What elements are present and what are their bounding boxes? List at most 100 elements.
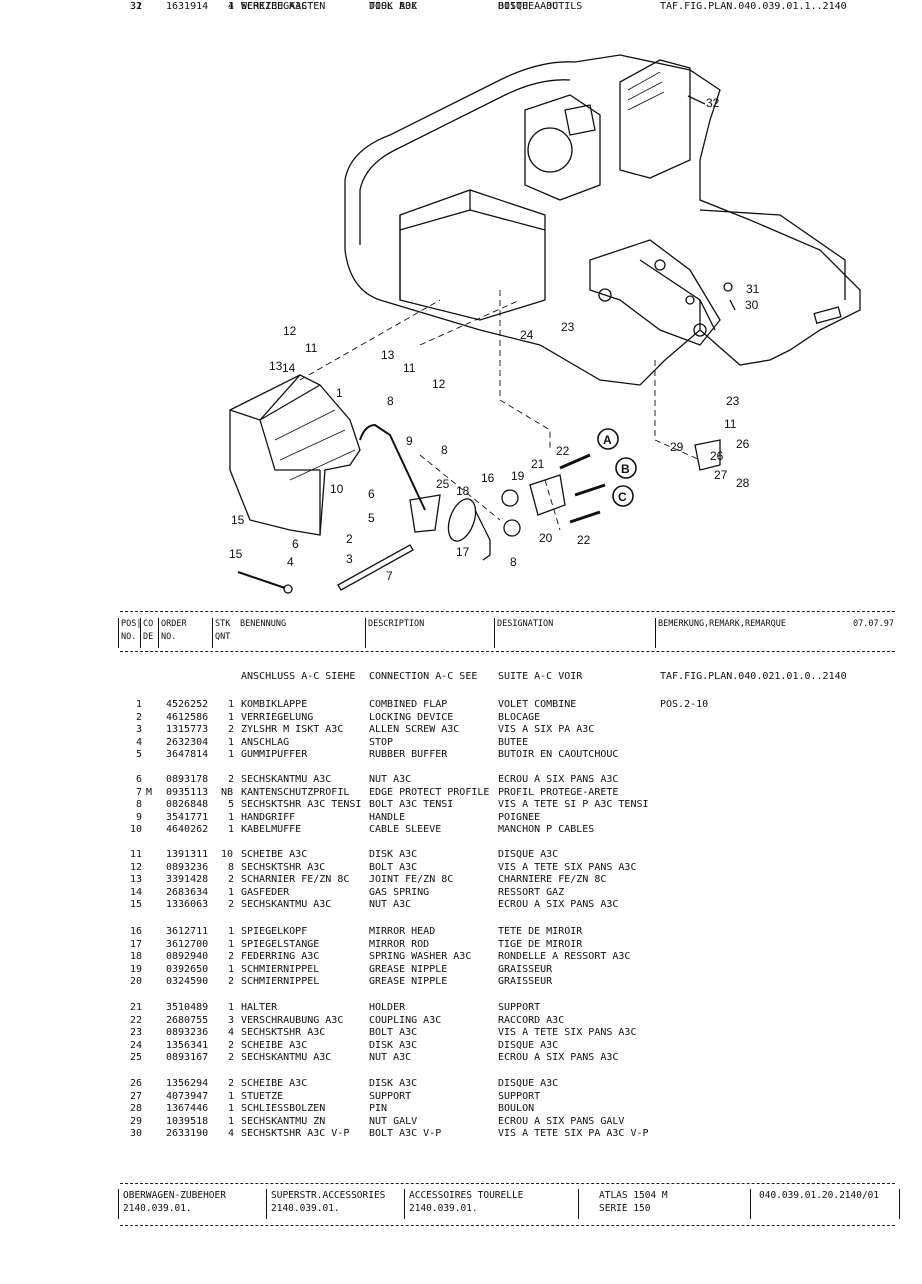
header-order: ORDER bbox=[161, 619, 187, 629]
cell-de: SECHSKANTMU A3C bbox=[241, 899, 332, 911]
callout-label: B bbox=[621, 462, 630, 476]
header-designation: DESIGNATION bbox=[497, 619, 554, 629]
cell-en: GREASE NIPPLE bbox=[369, 963, 448, 975]
cell-en: JOINT FE/ZN 8C bbox=[369, 874, 454, 886]
cell-order: 4526252 bbox=[166, 699, 209, 710]
cell-en: MIRROR ROD bbox=[369, 938, 430, 950]
cell-qty: 4 bbox=[228, 1027, 235, 1039]
callout-label: 10 bbox=[330, 482, 344, 496]
callout-label: 13 bbox=[269, 359, 283, 373]
cell-de: VERRIEGELUNG bbox=[241, 711, 314, 723]
footer-top-rule bbox=[120, 1183, 895, 1184]
cell-de: SCHEIBE A3C bbox=[241, 849, 308, 860]
cell-order: 3612700 bbox=[166, 938, 209, 950]
header-bottom-rule bbox=[120, 651, 895, 652]
cell-en: SUPPORT bbox=[369, 1090, 412, 1102]
cell-de: SCHEIBE A3C bbox=[241, 1, 308, 12]
callout-label: 23 bbox=[726, 394, 740, 408]
cell-fr: ECROU A SIX PANS A3C bbox=[498, 774, 619, 785]
cell-de: FEDERRING A3C bbox=[241, 951, 320, 963]
cell-fr: VIS A TETE SI P A3C TENSI bbox=[498, 799, 649, 811]
callout-label: 6 bbox=[368, 487, 375, 501]
cell-qty: 4 bbox=[228, 1128, 235, 1140]
cell-fr: ECROU A SIX PANS A3C bbox=[498, 899, 619, 911]
cell-qty: 2 bbox=[228, 976, 235, 988]
cell-pos: 13 bbox=[130, 874, 143, 886]
cell-qty: 1 bbox=[228, 1002, 235, 1013]
cell-pos: 28 bbox=[130, 1103, 143, 1115]
header-order-no: NO. bbox=[161, 632, 177, 642]
cell-order: 3612711 bbox=[166, 926, 209, 937]
cell-en: BOLT A3C V-P bbox=[369, 1128, 442, 1140]
callout-label: 16 bbox=[481, 471, 495, 485]
cell-qty: 5 bbox=[228, 799, 235, 811]
footer-en: SUPERSTR.ACCESSORIES bbox=[271, 1190, 386, 1201]
cell-order: 2632304 bbox=[166, 736, 209, 748]
cell-qty: 2 bbox=[228, 724, 235, 736]
cell-de: SECHSKANTMU A3C bbox=[241, 1052, 332, 1064]
cell-fr: BLOCAGE bbox=[498, 711, 541, 723]
cell-fr: GRAISSEUR bbox=[498, 976, 553, 988]
cell-de: SCHEIBE A3C bbox=[241, 1078, 308, 1089]
cell-fr: RONDELLE A RESSORT A3C bbox=[498, 951, 631, 963]
cell-fr: BUTEE bbox=[498, 736, 529, 748]
cell-fr: VIS A TETE SIX PA A3C V-P bbox=[498, 1128, 649, 1140]
cell-pos: 2 bbox=[136, 711, 143, 723]
cell-pos: 17 bbox=[130, 938, 143, 950]
callout-label: 21 bbox=[531, 457, 545, 471]
cell-en: SPRING WASHER A3C bbox=[369, 951, 472, 963]
cell-fr: SUPPORT bbox=[498, 1002, 541, 1013]
cell-pos: 29 bbox=[130, 1115, 143, 1127]
cell-qty: 1 bbox=[228, 1, 235, 12]
cell-qty: 1 bbox=[228, 811, 235, 823]
cell-fr: VIS A TETE SIX PANS A3C bbox=[498, 1027, 637, 1039]
cell-order: 1356294 bbox=[166, 1078, 209, 1089]
header-description: DESCRIPTION bbox=[368, 619, 425, 629]
cell-fr: DISQUE A3C bbox=[498, 849, 559, 860]
cell-en: EDGE PROTECT PROFILE bbox=[369, 786, 490, 798]
cell-en: RUBBER BUFFER bbox=[369, 749, 448, 761]
cell-de: SCHMIERNIPPEL bbox=[241, 963, 320, 975]
cell-pos: 15 bbox=[130, 899, 143, 911]
cell-pos: 25 bbox=[130, 1052, 143, 1064]
cell-en: DISK A3C bbox=[369, 849, 418, 860]
cell-fr: TIGE DE MIROIR bbox=[498, 938, 583, 950]
cell-pos: 24 bbox=[130, 1039, 143, 1051]
cell-en: HOLDER bbox=[369, 1002, 406, 1013]
callout-label: 32 bbox=[706, 96, 720, 110]
callout-label: 30 bbox=[745, 298, 759, 312]
callout-label: 6 bbox=[292, 537, 299, 551]
cell-order: 3510489 bbox=[166, 1002, 209, 1013]
cell-fr: VIS A TETE SIX PANS A3C bbox=[498, 861, 637, 873]
cell-de: KANTENSCHUTZPROFIL bbox=[241, 786, 350, 798]
cell-qty: 2 bbox=[228, 899, 235, 911]
cell-fr: MANCHON P CABLES bbox=[498, 824, 595, 836]
callout-label: 12 bbox=[432, 377, 446, 391]
footer-docno: 040.039.01.20.2140/01 bbox=[759, 1190, 880, 1201]
intro-benennung: ANSCHLUSS A-C SIEHE bbox=[241, 671, 356, 682]
cell-pos: 19 bbox=[130, 963, 143, 975]
cell-en: DISK A3C bbox=[369, 1078, 418, 1089]
cell-en: CABLE SLEEVE bbox=[369, 824, 442, 836]
footer-bottom-rule bbox=[120, 1225, 895, 1226]
callout-label: 26 bbox=[736, 437, 750, 451]
cell-qty: 4 bbox=[228, 1, 235, 12]
cell-de: SPIEGELSTANGE bbox=[241, 938, 320, 950]
footer-de: OBERWAGEN-ZUBEHOER bbox=[123, 1190, 226, 1201]
callout-label: 8 bbox=[510, 555, 517, 569]
footer-model: ATLAS 1504 M bbox=[599, 1190, 668, 1201]
callout-label: 22 bbox=[577, 533, 591, 547]
callout-label: 20 bbox=[539, 531, 553, 545]
cell-order: 0893236 bbox=[166, 1027, 209, 1039]
cell-pos: 6 bbox=[136, 774, 143, 785]
cell-order: 1367446 bbox=[166, 1103, 209, 1115]
cell-order: 4073947 bbox=[166, 1090, 209, 1102]
cell-qty: 1 bbox=[228, 963, 235, 975]
cell-de: ANSCHLAG bbox=[241, 736, 290, 748]
cell-fr: ECROU A SIX PANS GALV bbox=[498, 1115, 625, 1127]
cell-fr: SUPPORT bbox=[498, 1090, 541, 1102]
callout-label: 31 bbox=[746, 282, 760, 296]
cell-fr: BUTOIR EN CAOUTCHOUC bbox=[498, 749, 619, 761]
cell-order: 3541771 bbox=[166, 811, 209, 823]
cell-remark: TAF.FIG.PLAN.040.039.01.1..2140 bbox=[660, 1, 847, 12]
